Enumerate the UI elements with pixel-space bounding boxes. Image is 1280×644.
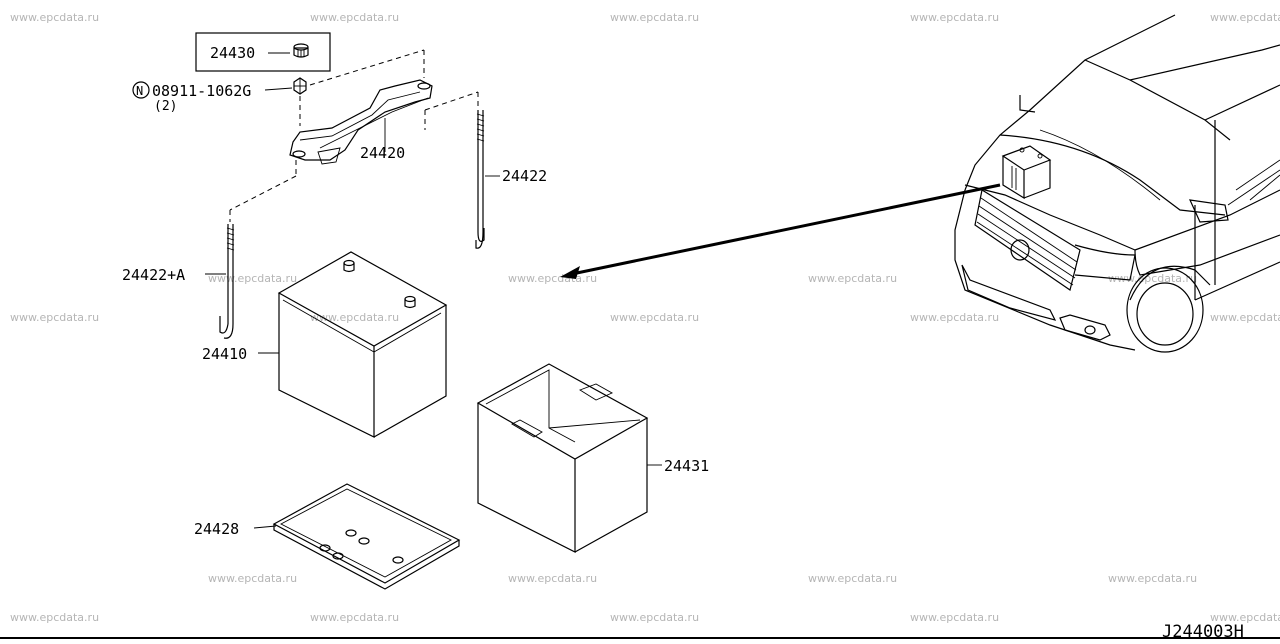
watermark: www.epcdata.ru [208, 572, 297, 585]
watermark: www.epcdata.ru [910, 611, 999, 624]
watermark: www.epcdata.ru [1108, 272, 1197, 285]
watermark: www.epcdata.ru [10, 311, 99, 324]
watermark: www.epcdata.ru [310, 611, 399, 624]
watermark: www.epcdata.ru [10, 611, 99, 624]
watermark: www.epcdata.ru [10, 11, 99, 24]
battery-cover-icon [476, 363, 649, 553]
watermark: www.epcdata.ru [310, 11, 399, 24]
part-cap: 24430 [195, 32, 331, 72]
cap-icon [293, 43, 309, 58]
assembly-dashed-line [229, 175, 297, 211]
part-tray: 24428 [194, 483, 461, 590]
wheel-icon [1126, 265, 1211, 353]
watermark-layer: www.epcdata.ru www.epcdata.ru www.epcdat… [10, 11, 1280, 624]
watermark: www.epcdata.ru [808, 272, 897, 285]
watermark: www.epcdata.ru [208, 272, 297, 285]
watermark: www.epcdata.ru [808, 572, 897, 585]
leader-line [264, 87, 293, 91]
part-battery: 24410 [202, 251, 448, 438]
watermark: www.epcdata.ru [1210, 611, 1280, 624]
watermark: www.epcdata.ru [508, 572, 597, 585]
cap-frame [195, 32, 331, 72]
part-number-rod-right[interactable]: 24422 [502, 167, 547, 185]
watermark: www.epcdata.ru [610, 311, 699, 324]
watermark: www.epcdata.ru [610, 11, 699, 24]
part-number-cover[interactable]: 24431 [664, 457, 709, 475]
watermark: www.epcdata.ru [310, 311, 399, 324]
part-cover: 24431 [476, 363, 709, 553]
nut-quantity: (2) [154, 99, 177, 114]
watermark: www.epcdata.ru [508, 272, 597, 285]
part-number-nut[interactable]: 08911-1062G [152, 82, 251, 100]
part-number-tray[interactable]: 24428 [194, 520, 239, 538]
part-number-clamp[interactable]: 24420 [360, 144, 405, 162]
clamp-bracket-icon [289, 79, 433, 165]
battery-icon [277, 251, 448, 438]
watermark: www.epcdata.ru [910, 11, 999, 24]
part-number-cap[interactable]: 24430 [210, 44, 255, 62]
arrow-head-icon [560, 266, 580, 279]
watermark: www.epcdata.ru [910, 311, 999, 324]
battery-location-icon [1001, 145, 1052, 200]
watermark: www.epcdata.ru [610, 611, 699, 624]
part-clamp: 24420 [229, 49, 479, 211]
location-arrow [560, 183, 1001, 279]
n-marker-circle [132, 81, 150, 99]
grille-icon [974, 189, 1136, 291]
part-number-rod-left[interactable]: 24422+A [122, 266, 185, 284]
nut-prefix: N [136, 84, 143, 98]
assembly-dashed-line [309, 49, 425, 86]
nut-icon [293, 77, 307, 95]
leader-line [253, 525, 277, 529]
watermark: www.epcdata.ru [1108, 572, 1197, 585]
part-nut: N 08911-1062G (2) [132, 77, 307, 126]
watermark: www.epcdata.ru [1210, 11, 1280, 24]
part-rod-left: 24422+A [122, 210, 235, 339]
vehicle-front-icon [954, 14, 1280, 353]
hook-rod-icon [475, 110, 485, 249]
hook-rod-icon [219, 224, 235, 339]
watermark: www.epcdata.ru [1210, 311, 1280, 324]
part-number-battery[interactable]: 24410 [202, 345, 247, 363]
battery-tray-icon [272, 483, 461, 590]
assembly-dashed-line [424, 91, 479, 111]
diagram-code: J244003H [1162, 622, 1244, 640]
part-rod-right: 24422 [475, 92, 547, 249]
